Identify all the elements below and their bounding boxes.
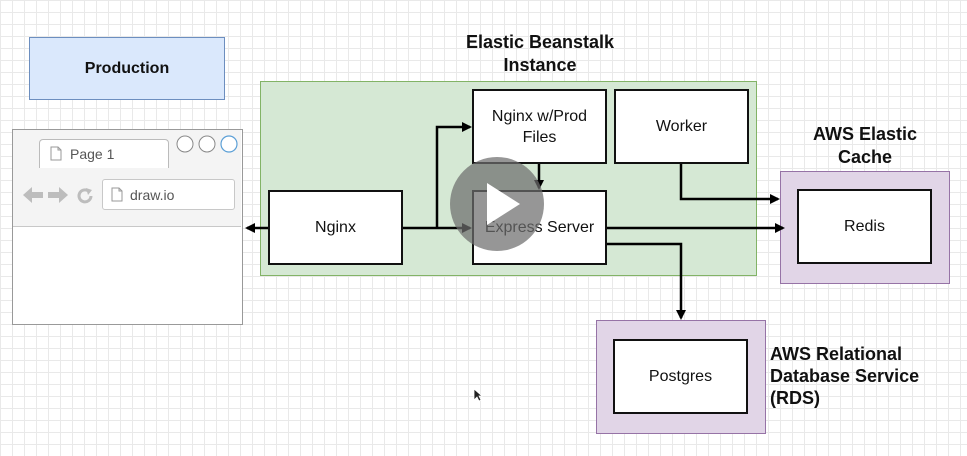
arrow-express-to-postgres: [606, 242, 686, 320]
production-label: Production: [84, 59, 170, 77]
page-icon: [50, 146, 62, 166]
browser-window[interactable]: Page 1 draw.io: [12, 129, 243, 325]
browser-tab[interactable]: Page 1: [39, 139, 169, 168]
url-bar[interactable]: draw.io: [102, 179, 235, 210]
postgres-node[interactable]: Postgres: [613, 339, 748, 414]
cache-title-line1: AWS Elastic: [812, 124, 918, 144]
url-text: draw.io: [130, 187, 175, 203]
window-controls: [175, 134, 241, 154]
nginx-prod-files-node[interactable]: Nginx w/Prod Files: [472, 89, 607, 164]
play-icon: [487, 183, 520, 225]
nginx-node[interactable]: Nginx: [268, 190, 403, 265]
mouse-cursor-icon: [473, 388, 484, 407]
nginx-prod-files-line1: Nginx w/Prod: [491, 107, 588, 125]
cache-title: AWS Elastic Cache: [770, 123, 960, 169]
eb-title: Elastic Beanstalk Instance: [440, 31, 640, 77]
forward-arrow-icon[interactable]: [47, 186, 69, 209]
cache-title-line2: Cache: [837, 147, 893, 167]
reload-icon[interactable]: [75, 186, 95, 211]
eb-title-line1: Elastic Beanstalk: [465, 32, 615, 52]
browser-tab-label: Page 1: [70, 146, 115, 162]
redis-label: Redis: [844, 217, 885, 235]
eb-title-line2: Instance: [503, 55, 577, 75]
nginx-label: Nginx: [315, 218, 356, 236]
play-button[interactable]: [450, 157, 544, 251]
worker-node[interactable]: Worker: [614, 89, 749, 164]
arrow-nginx-to-prod-files: [435, 122, 472, 228]
rds-title: AWS Relational Database Service (RDS): [770, 343, 960, 409]
page-icon: [111, 187, 123, 207]
worker-label: Worker: [655, 117, 708, 135]
rds-title-line2: Database Service: [770, 366, 920, 386]
rds-title-line3: (RDS): [770, 388, 820, 408]
postgres-label: Postgres: [648, 367, 713, 385]
redis-node[interactable]: Redis: [797, 189, 932, 264]
arrow-worker-to-redis: [679, 163, 780, 204]
production-box[interactable]: Production: [29, 37, 225, 100]
rds-title-line1: AWS Relational: [770, 344, 903, 364]
back-arrow-icon[interactable]: [22, 186, 44, 209]
nginx-prod-files-line2: Files: [522, 128, 557, 146]
